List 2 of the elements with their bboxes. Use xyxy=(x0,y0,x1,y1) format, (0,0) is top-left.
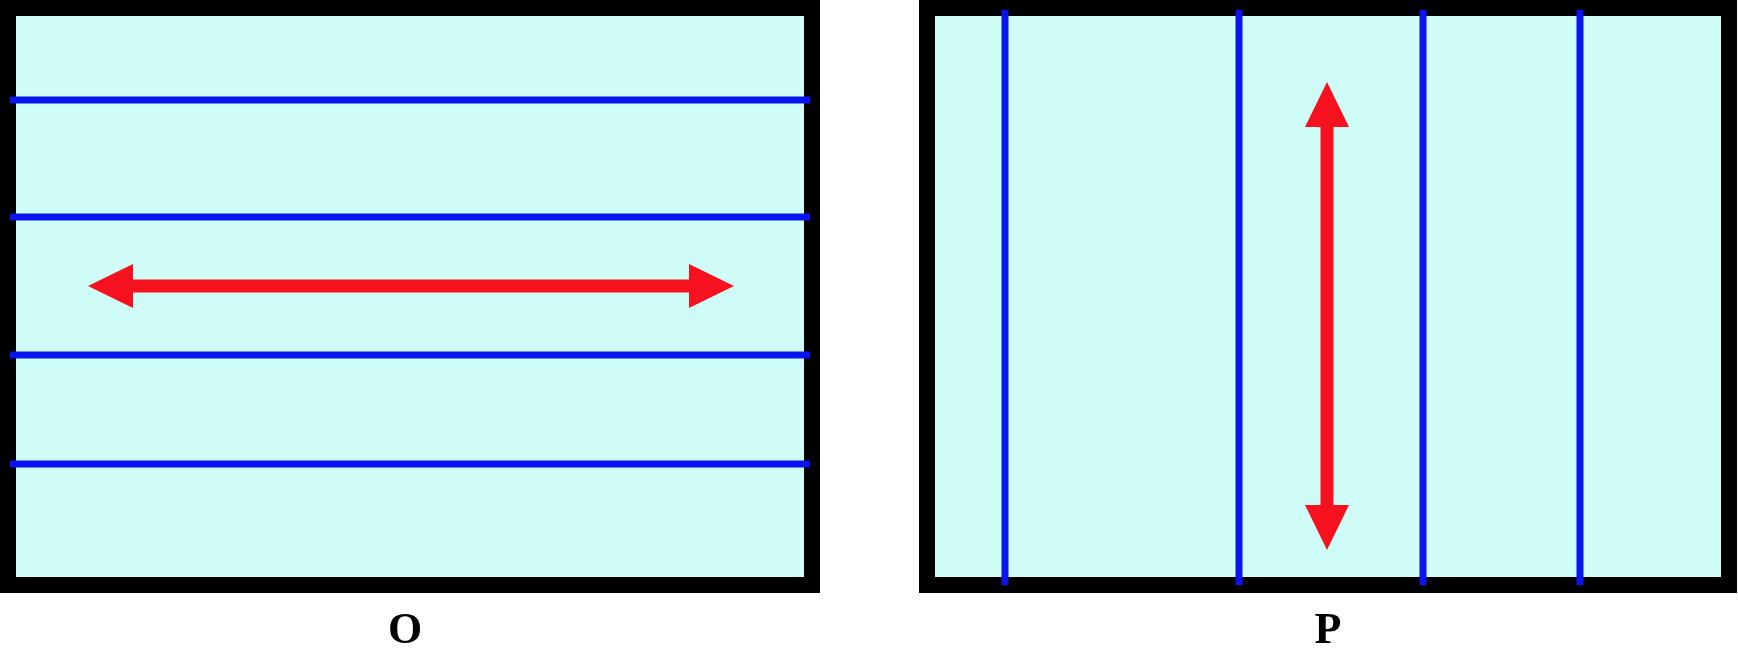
panel-label: P xyxy=(1314,605,1342,653)
panel-label: O xyxy=(387,605,423,653)
